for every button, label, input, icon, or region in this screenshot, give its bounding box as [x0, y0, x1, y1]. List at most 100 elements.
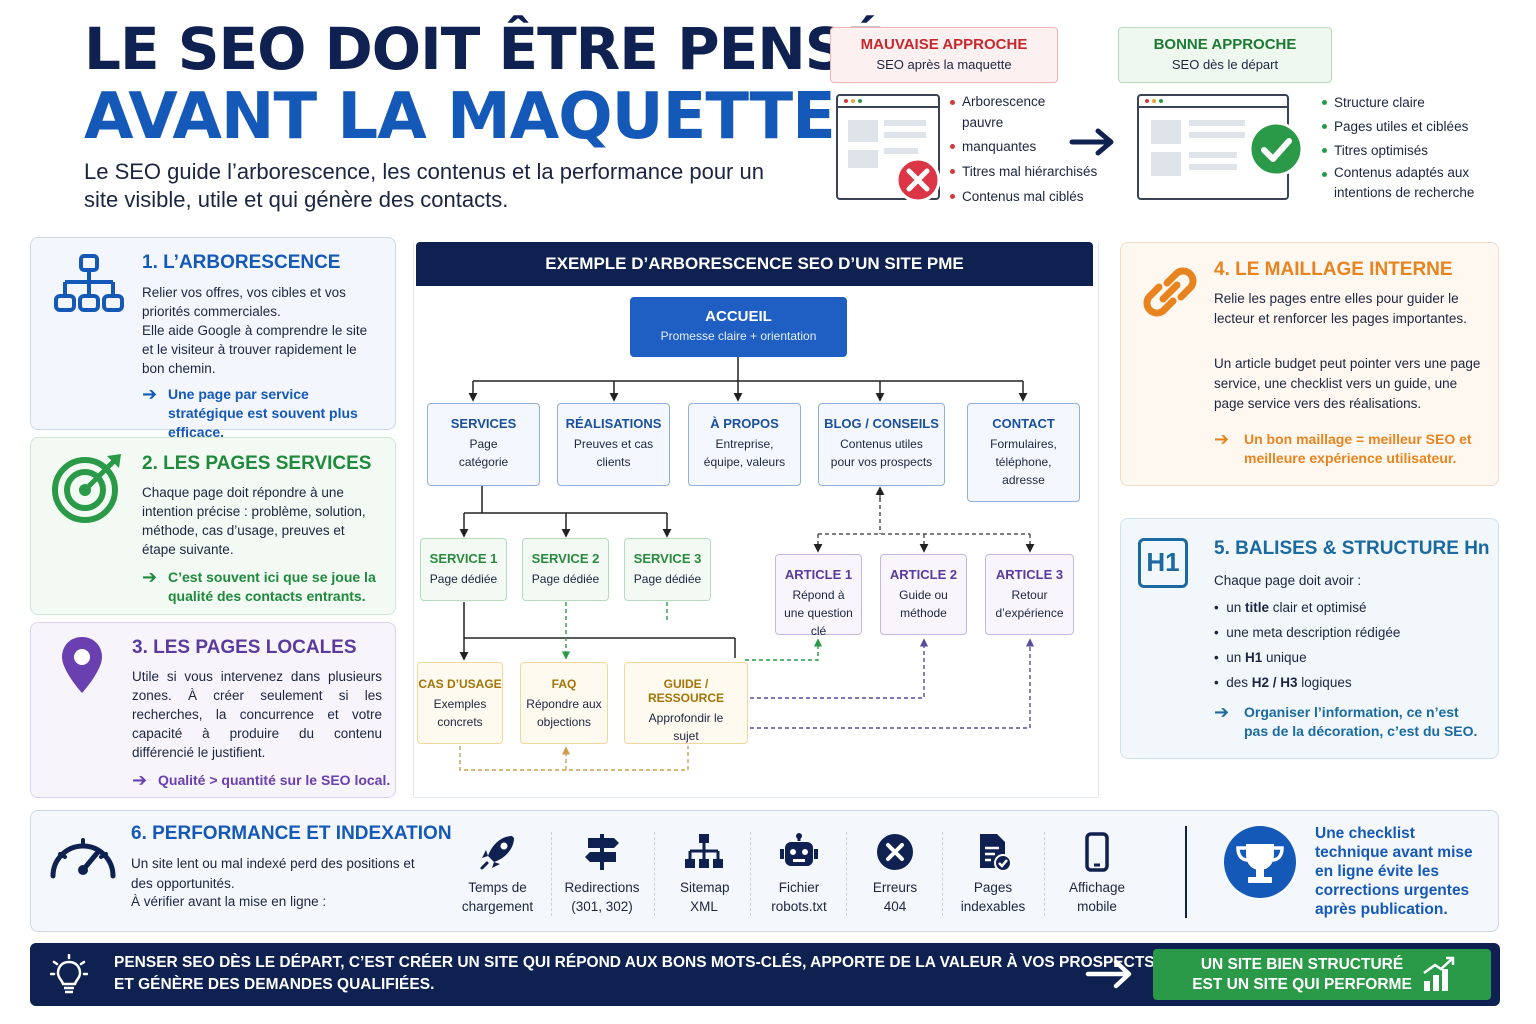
balise-item: • un H1 unique [1214, 650, 1307, 665]
card-maillage-text1: Relie les pages entre elles pour guider … [1214, 291, 1467, 326]
bad-browser-illustration [836, 94, 940, 200]
perf-item-sitemap: Sitemap XML [660, 832, 748, 916]
footer-line2: ET GÉNÈRE DES DEMANDES QUALIFIÉES. [114, 976, 435, 993]
node-title: FAQ [551, 677, 577, 691]
node-title: BLOG / CONSEILS [824, 416, 939, 431]
good-item: Titres optimisés [1322, 139, 1502, 162]
document-check-icon [980, 834, 1012, 872]
node-desc: Contenus utiles pour vos prospects [830, 437, 933, 469]
node-desc: Preuves et cas clients [573, 437, 654, 469]
card-balises: H1 5. BALISES & STRUCTURE Hn Chaque page… [1120, 518, 1499, 759]
tree-panel [413, 242, 1099, 798]
card-services-title: 2. LES PAGES SERVICES [142, 453, 372, 474]
perf-item-label: Pages indexables [960, 880, 1026, 914]
node-desc: Répond à une question clé [784, 588, 853, 638]
checklist-note: Une checklist technique avant mise en li… [1315, 825, 1473, 918]
good-item: Pages utiles et ciblées [1322, 115, 1502, 138]
perf-item-redirections: Redirections (301, 302) [556, 832, 648, 916]
arrow-icon: ➔ [132, 770, 148, 790]
perf-item-pages-indexables: Pages indexables [946, 832, 1040, 916]
card-maillage: 4. LE MAILLAGE INTERNE Relie les pages e… [1120, 242, 1499, 486]
node-desc: Répondre aux objections [526, 697, 602, 729]
node-title: SERVICE 3 [633, 551, 702, 566]
node-title: GUIDE / RESSOURCE [647, 677, 724, 705]
tip-text: Une page par service stratégique est sou… [168, 386, 358, 440]
tip-text: C’est souvent ici que se joue la qualité… [168, 569, 376, 604]
tip-text: Qualité > quantité sur le SEO local. [158, 772, 391, 788]
cta-line1: UN SITE BIEN STRUCTURÉ [1200, 956, 1404, 973]
tree-node-apropos: À PROPOS Entreprise, équipe, valeurs [688, 403, 801, 486]
card-arborescence-tip: ➔Une page par service stratégique est so… [142, 385, 387, 442]
cta-line2: EST UN SITE QUI PERFORME [1192, 976, 1412, 993]
tree-node-service-3: SERVICE 3 Page dédiée [624, 538, 711, 601]
node-desc: Approfondir le sujet [648, 711, 724, 743]
good-approach-label: BONNE APPROCHE SEO dès le départ [1118, 27, 1332, 83]
growth-chart-icon [1423, 956, 1455, 991]
tree-node-blog: BLOG / CONSEILS Contenus utiles pour vos… [818, 403, 945, 486]
footer-cta: UN SITE BIEN STRUCTURÉ EST UN SITE QUI P… [1153, 949, 1491, 1000]
speedometer-icon [50, 838, 116, 879]
error-icon [877, 834, 913, 870]
hierarchy-icon [54, 254, 124, 312]
tree-node-cas-usage: CAS D’USAGE Exemples concrets [417, 662, 503, 744]
arrow-icon: ➔ [1214, 702, 1230, 722]
node-title: ARTICLE 3 [995, 567, 1064, 582]
tree-node-guide: GUIDE / RESSOURCE Approfondir le sujet [624, 662, 748, 744]
footer-message: PENSER SEO DÈS LE DÉPART, C’EST CRÉER UN… [114, 952, 1155, 996]
node-title: À PROPOS [710, 416, 779, 431]
tree-title: EXEMPLE D’ARBORESCENCE SEO D’UN SITE PME [416, 242, 1093, 286]
robot-icon [780, 833, 818, 866]
page-subtitle: Le SEO guide l’arborescence, les contenu… [84, 159, 764, 212]
tip-text: Un bon maillage = meilleur SEO et meille… [1244, 431, 1472, 466]
performance-title: 6. PERFORMANCE ET INDEXATION [131, 823, 452, 844]
sitemap-icon [685, 834, 723, 868]
link-icon [1143, 267, 1197, 317]
tip-text: Organiser l’information, ce n’est pas de… [1244, 704, 1478, 739]
node-desc: Page dédiée [531, 572, 600, 586]
bad-approach-title: MAUVAISE APPROCHE [860, 36, 1028, 53]
card-maillage-text2: Un article budget peut pointer vers une … [1214, 356, 1481, 411]
bad-approach-list: Arborescence pauvre manquantes Titres ma… [950, 91, 1115, 208]
target-icon [52, 454, 121, 523]
signpost-icon [585, 834, 619, 870]
node-title: RÉALISATIONS [565, 416, 662, 431]
node-title: ACCUEIL [705, 308, 772, 325]
balises-list: • un title clair et optimisé • une meta … [1214, 595, 1484, 695]
card-locales-text: Utile si vous intervenez dans plusieurs … [132, 669, 382, 760]
good-approach-subtitle: SEO dès le départ [1171, 57, 1279, 72]
perf-item-temps-chargement: Temps de chargement [450, 832, 545, 916]
tree-node-article-3: ARTICLE 3 Retour d’expérience [985, 554, 1074, 635]
good-approach-title: BONNE APPROCHE [1153, 36, 1297, 53]
node-desc: Retour d’expérience [995, 588, 1064, 620]
node-desc: Entreprise, équipe, valeurs [703, 437, 786, 469]
good-item: Contenus adaptés aux intentions de reche… [1322, 163, 1502, 203]
bad-approach-label: MAUVAISE APPROCHE SEO après la maquette [830, 27, 1058, 83]
perf-item-label: Redirections (301, 302) [564, 880, 640, 914]
performance-text2: À vérifier avant la mise en ligne : [131, 894, 327, 909]
tree-node-faq: FAQ Répondre aux objections [520, 662, 608, 744]
bad-item: manquantes [950, 135, 1115, 158]
card-balises-intro: Chaque page doit avoir : [1214, 573, 1362, 588]
card-pages-services: 2. LES PAGES SERVICES Chaque page doit r… [30, 437, 396, 615]
balise-item: • un title clair et optimisé [1214, 600, 1367, 615]
card-balises-tip: ➔ Organiser l’information, ce n’est pas d… [1214, 703, 1484, 741]
card-balises-title: 5. BALISES & STRUCTURE Hn [1214, 538, 1490, 559]
node-desc: Page dédiée [429, 572, 498, 586]
node-desc: Formulaires, téléphone, adresse [990, 437, 1057, 487]
perf-item-erreurs-404: Erreurs 404 [850, 832, 940, 916]
arrow-right-icon [1085, 959, 1132, 989]
node-title: ARTICLE 1 [784, 567, 853, 582]
node-title: ARTICLE 2 [889, 567, 958, 582]
cross-icon [895, 157, 941, 203]
check-icon [1248, 121, 1304, 177]
performance-text1: Un site lent ou mal indexé perd des posi… [131, 856, 415, 891]
arrow-icon: ➔ [1214, 429, 1230, 449]
node-desc: Page dédiée [633, 572, 702, 586]
balise-item: • une meta description rédigée [1214, 625, 1401, 640]
node-desc: Guide ou méthode [899, 588, 948, 620]
perf-item-label: Fichier robots.txt [771, 880, 827, 914]
card-locales-tip: ➔ Qualité > quantité sur le SEO local. [132, 771, 392, 790]
arrow-icon: ➔ [142, 567, 158, 587]
tree-node-article-2: ARTICLE 2 Guide ou méthode [880, 554, 967, 635]
